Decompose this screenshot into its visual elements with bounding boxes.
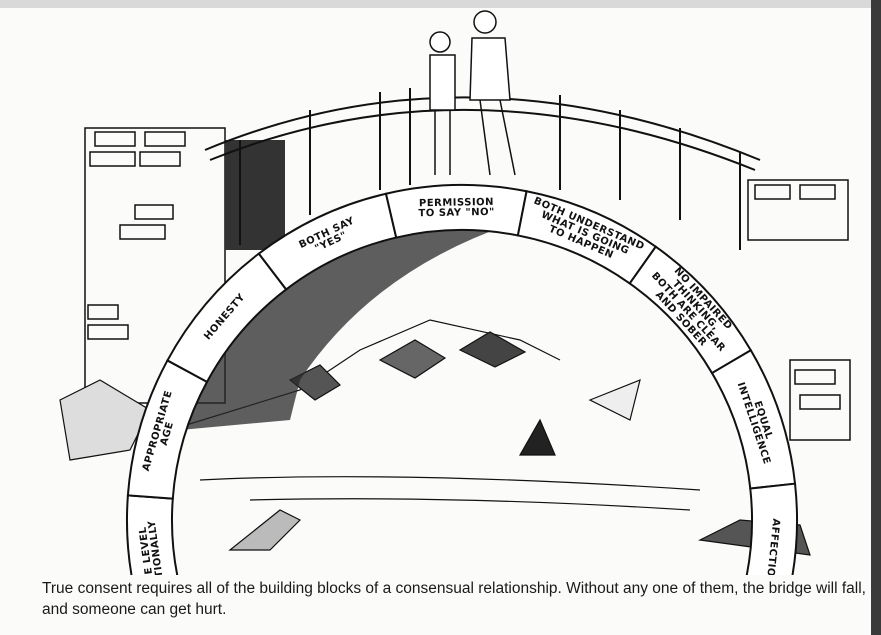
arch-stone-label: NO IMPAIREDTHINKING,BOTH ARE CLEARAND SO… [642,257,742,361]
bridge-illustration: SAME LEVELEMOTIONALLYAPPROPRIATEAGEHONES… [59,10,851,575]
bridge-railing [204,88,761,250]
page-top-edge [0,0,881,8]
left-brick-wall [84,127,226,404]
shadowed-doorway [225,140,285,250]
couple-on-bridge [429,10,516,176]
right-brick-wall [747,179,851,441]
arch-stone [745,482,798,575]
arch-stone-label: PERMISSIONTO SAY "NO" [418,197,495,219]
arch-stone-label-line: TO SAY "NO" [418,207,494,219]
figure-caption: True consent requires all of the buildin… [42,580,866,618]
page-right-edge [871,0,881,635]
arch-underside-shadow [180,215,540,430]
arch-stone-label-line: PERMISSION [419,197,494,209]
